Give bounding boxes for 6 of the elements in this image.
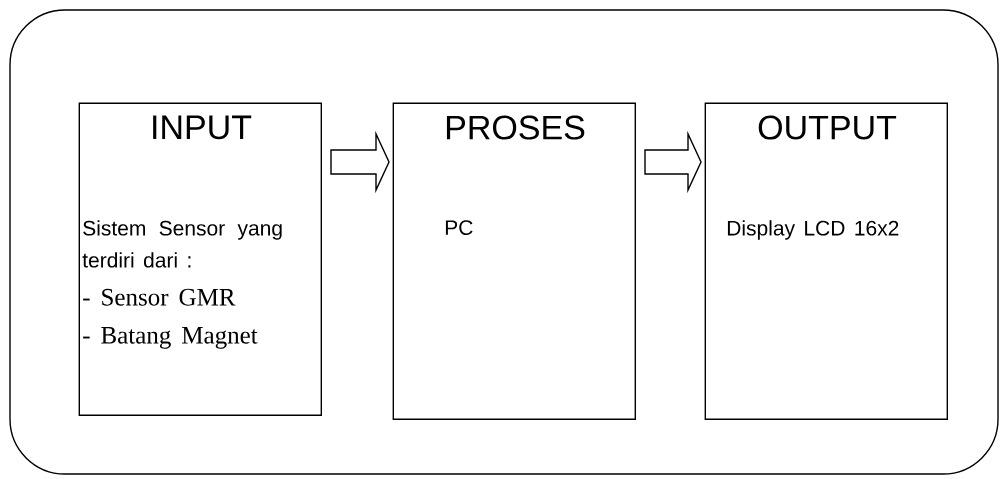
process-box: OUTPUT Display LCD 16x2 bbox=[704, 102, 948, 420]
process-box: INPUT Sistem Sensor yang terdiri dari : - Sensor GMR - Batang Magnet bbox=[78, 102, 322, 416]
process-box: PROSES PC bbox=[392, 102, 636, 420]
frame-box bbox=[9, 9, 999, 475]
block-arrow bbox=[330, 130, 390, 194]
block-arrow bbox=[644, 130, 702, 194]
